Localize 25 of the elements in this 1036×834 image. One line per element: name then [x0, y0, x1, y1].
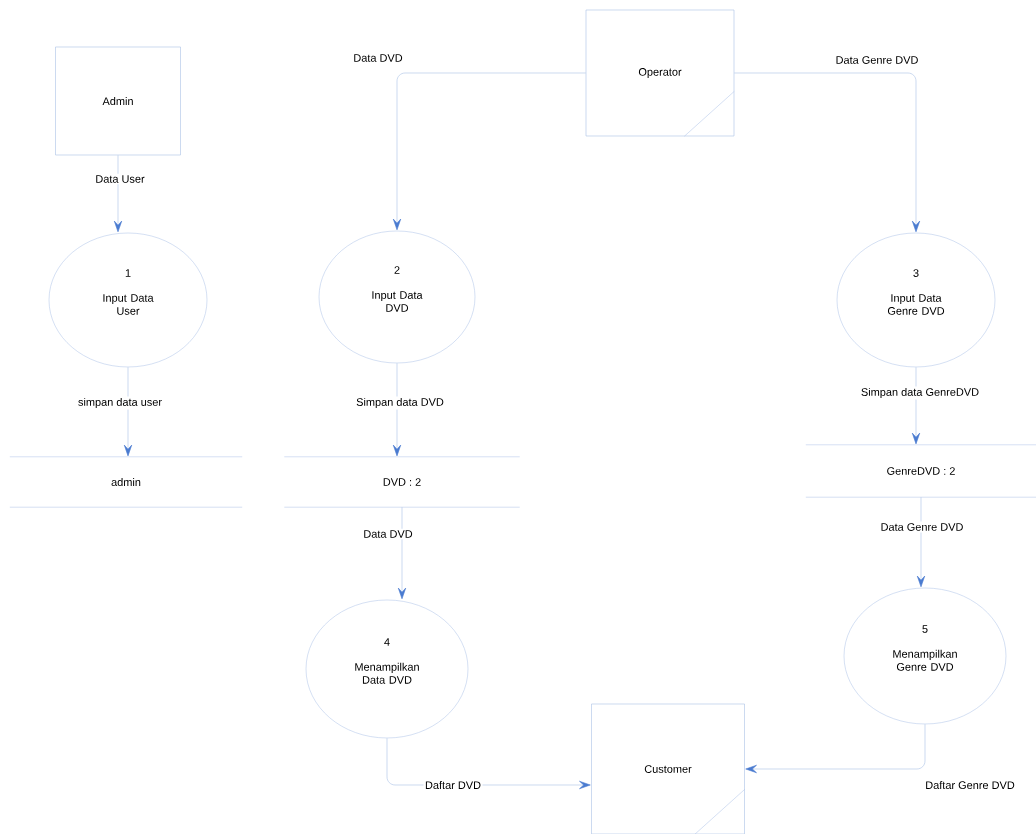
edge-label: Simpan data GenreDVD [859, 386, 981, 400]
edge-label: Data DVD [361, 528, 415, 540]
edge-label: Data User [93, 173, 147, 185]
edge-label: Daftar DVD [423, 779, 483, 791]
edge-label: Data Genre DVD [879, 521, 965, 533]
edge-label: Data Genre DVD [834, 54, 920, 66]
entity-box: Operator [585, 9, 735, 137]
arrow [745, 723, 926, 774]
arrow [113, 155, 123, 233]
entity-box: Admin [55, 46, 181, 156]
data-store: admin [9, 456, 243, 508]
data-store: DVD : 2 [284, 456, 520, 508]
arrow [916, 496, 926, 588]
arrow [392, 362, 402, 457]
arrow [397, 506, 407, 600]
data-store: GenreDVD : 2 [805, 444, 1036, 498]
entity-box: Customer [591, 703, 746, 834]
edge-label: Data DVD [351, 52, 405, 64]
edge-label: Daftar Genre DVD [923, 779, 1017, 791]
edge-label: simpan data user [76, 396, 164, 410]
arrow [734, 72, 921, 233]
arrow [911, 366, 921, 445]
arrow [123, 366, 133, 457]
arrow [392, 72, 586, 231]
edge-label: Simpan data DVD [354, 396, 446, 410]
